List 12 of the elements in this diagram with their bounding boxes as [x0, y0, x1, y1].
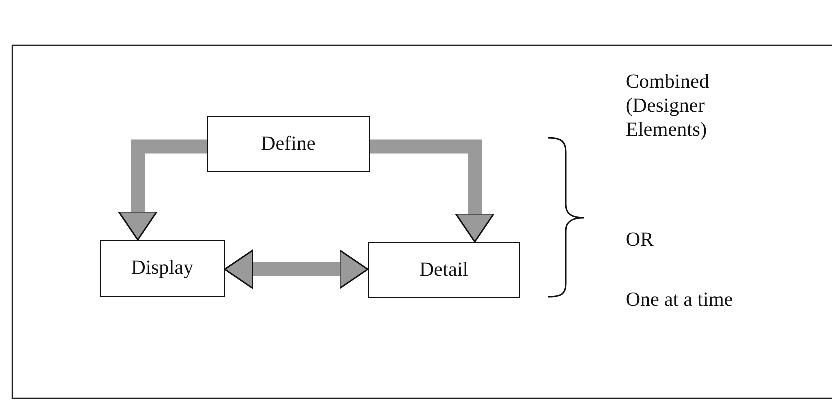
process-box — [368, 242, 520, 298]
block-arrow — [224, 250, 369, 290]
block-arrow — [118, 140, 207, 241]
process-box — [100, 240, 225, 297]
process-box — [207, 116, 370, 172]
note-text: Combined (Designer Elements) — [626, 70, 710, 142]
note-text: OR — [626, 228, 655, 252]
block-arrow — [370, 140, 495, 243]
box-label: Detail — [420, 258, 468, 282]
box-label: Display — [131, 257, 194, 280]
note-text: One at a time — [626, 288, 734, 312]
box-label: Define — [261, 132, 316, 156]
